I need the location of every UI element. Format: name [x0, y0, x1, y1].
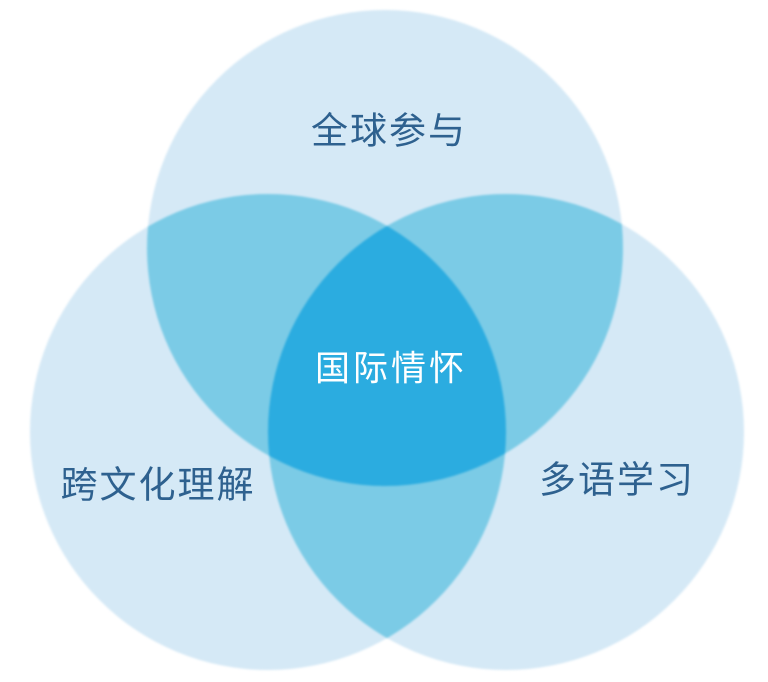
label-intercultural-understanding: 跨文化理解 [60, 465, 256, 507]
label-global-engagement: 全球参与 [311, 111, 467, 153]
overlap-center [268, 194, 506, 486]
label-international-mindedness: 国际情怀 [314, 349, 468, 389]
label-multilingual-learning: 多语学习 [539, 460, 695, 502]
